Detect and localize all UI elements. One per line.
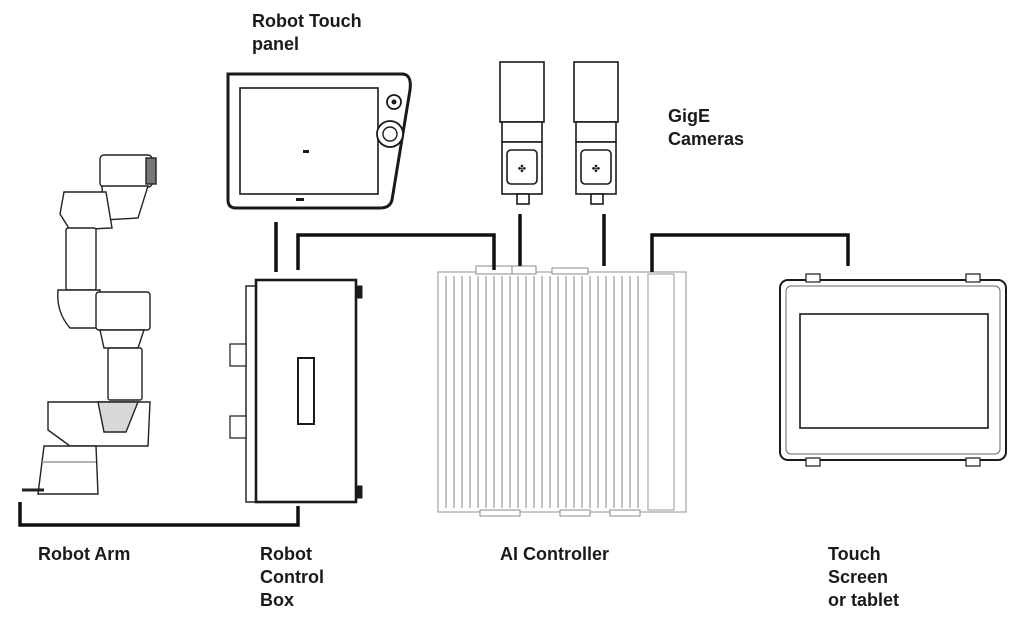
label-line: GigE bbox=[668, 106, 711, 126]
label-line: Robot bbox=[260, 544, 312, 564]
label-line: Control bbox=[260, 567, 324, 587]
label-line: Screen bbox=[828, 567, 889, 587]
cable-control-box-to-ai-controller bbox=[296, 233, 496, 270]
gige-camera-2: ✤ bbox=[573, 61, 619, 205]
label-line: AI Controller bbox=[500, 544, 610, 564]
label-line: panel bbox=[252, 34, 300, 54]
robot-touch-panel-label: Robot Touch panel bbox=[252, 10, 362, 56]
gige-cameras-label: GigE Cameras bbox=[668, 105, 744, 151]
robot-touch-panel bbox=[226, 72, 412, 210]
touch-screen bbox=[779, 273, 1007, 467]
svg-text:✤: ✤ bbox=[592, 164, 600, 175]
robot-arm-label: Robot Arm bbox=[38, 543, 130, 566]
label-line: Box bbox=[260, 590, 295, 610]
ai-controller bbox=[437, 265, 687, 517]
gige-camera-1: ✤ bbox=[499, 61, 545, 205]
ai-controller-label: AI Controller bbox=[500, 543, 609, 566]
label-line: or tablet bbox=[828, 590, 900, 610]
label-line: Robot Arm bbox=[38, 544, 131, 564]
cable-ai-controller-to-touch-screen bbox=[650, 233, 850, 272]
robot-control-box bbox=[229, 278, 363, 504]
label-line: Touch bbox=[828, 544, 881, 564]
robot-control-box-label: Robot Control Box bbox=[260, 543, 324, 612]
svg-text:✤: ✤ bbox=[518, 164, 526, 175]
connection-cables bbox=[18, 214, 850, 527]
label-line: Cameras bbox=[668, 129, 745, 149]
touch-screen-label: Touch Screen or tablet bbox=[828, 543, 899, 612]
label-line: Robot Touch bbox=[252, 11, 362, 31]
robot-arm bbox=[22, 154, 157, 495]
cable-robot-arm-to-control-box bbox=[18, 502, 300, 527]
